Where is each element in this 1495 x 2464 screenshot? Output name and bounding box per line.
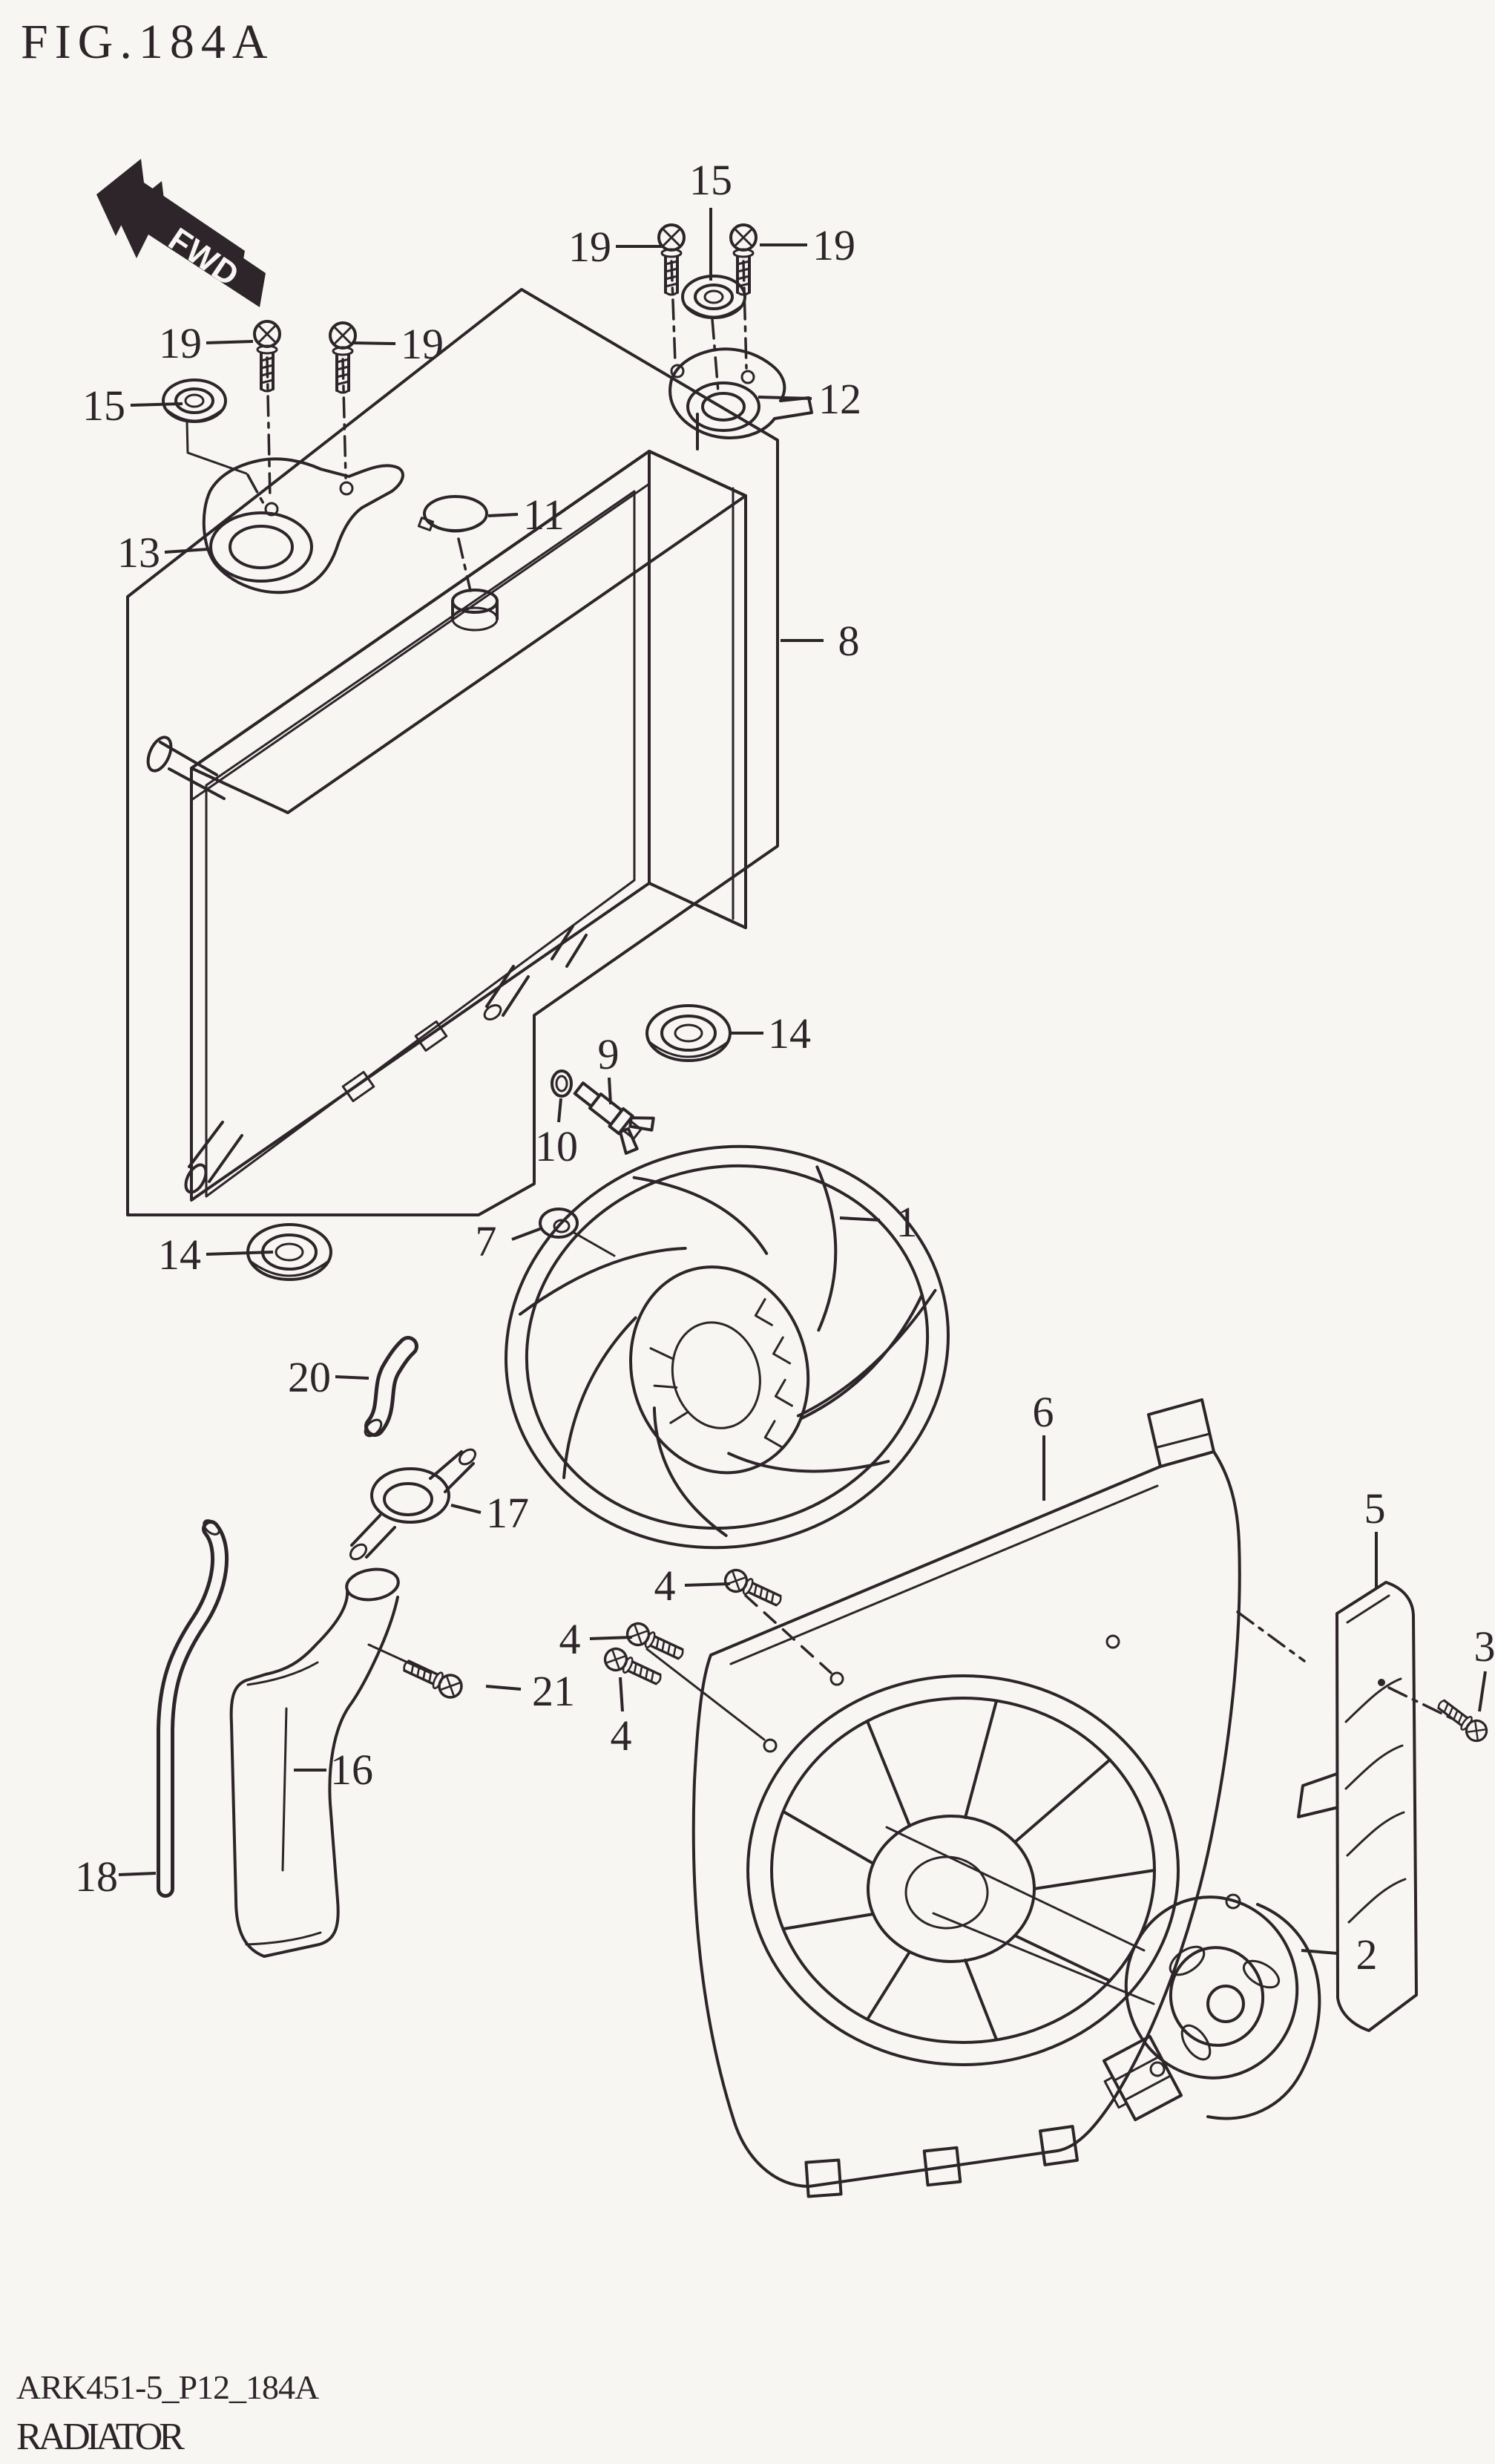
callout-label-4: 4 [654,1562,676,1610]
footer-code: ARK451-5_P12_184A [16,2368,319,2406]
overflow-hose [364,1336,418,1438]
grommet-14 [645,1004,732,1062]
callout-label-21: 21 [532,1667,575,1715]
callout-leader-3 [1478,1671,1487,1712]
fwd-arrow-icon: FWD [96,159,266,307]
callout-leader-4 [684,1582,731,1587]
grommet-15 [681,275,746,319]
callout-label-11: 11 [523,491,565,539]
radiator [146,413,747,1202]
callout-leader-21 [485,1685,522,1691]
footer-title: RADIATOR [16,2416,185,2458]
callout-label-6: 6 [1033,1388,1054,1436]
callout-leader-2 [1301,1949,1338,1955]
callout-label-20: 20 [288,1353,331,1401]
radiator-boundary-box [126,288,779,1216]
callout-leader-4 [589,1636,633,1640]
screw-4 [622,1619,689,1666]
reservoir-tank [229,1567,400,1958]
screw-19 [657,223,686,296]
callout-leader-13 [164,548,208,554]
callout-label-19: 19 [401,320,444,368]
screw-19 [329,321,357,394]
callout-label-7: 7 [476,1217,497,1265]
fan-motor [885,1826,1321,2122]
screw-4 [600,1644,666,1691]
screw-19 [253,320,281,393]
callout-label-2: 2 [1356,1930,1378,1979]
radiator-upper-bracket-left [185,356,404,594]
callout-label-14: 14 [158,1231,201,1279]
cooling-fan [505,1144,950,1550]
callout-label-8: 8 [838,617,860,665]
callout-label-14: 14 [768,1009,811,1058]
callout-label-13: 13 [117,528,160,577]
callout-leader-7 [511,1227,542,1241]
reservoir-cap [349,1448,477,1561]
callout-label-19: 19 [568,223,611,271]
callout-leader-15 [130,402,183,407]
callout-label-18: 18 [75,1852,118,1901]
callout-leader-19 [206,340,254,344]
callout-label-19: 19 [159,319,202,367]
callout-label-19: 19 [812,221,855,269]
callout-label-16: 16 [330,1746,373,1794]
callout-leader-12 [758,396,812,400]
callout-leader-11 [487,513,519,517]
callout-leader-14 [206,1251,274,1256]
callout-leader-9 [608,1077,612,1105]
radiator-upper-bracket-right [668,260,813,439]
callout-label-1: 1 [896,1198,918,1246]
callout-label-10: 10 [535,1122,578,1170]
sensor-o-ring [551,1069,573,1098]
callout-label-3: 3 [1474,1622,1495,1671]
callout-label-12: 12 [818,375,861,423]
callout-label-15: 15 [82,381,125,430]
callout-label-4: 4 [559,1615,581,1663]
screw-21 [398,1654,467,1703]
callout-label-9: 9 [598,1030,620,1078]
callout-label-17: 17 [486,1489,529,1537]
callout-leader-1 [839,1216,881,1222]
page-title: FIG.184A [21,15,275,69]
screw-4 [720,1565,786,1613]
grommet-15 [162,379,227,423]
callout-label-4: 4 [611,1711,632,1760]
radiator-cap [417,495,488,592]
callout-leader-19 [351,341,396,345]
callout-label-15: 15 [689,156,732,204]
callout-leader-10 [557,1098,562,1123]
side-seal-plate [1297,1581,1454,2032]
screw-19 [729,223,758,296]
callout-label-5: 5 [1364,1484,1386,1533]
callout-leader-20 [335,1375,369,1380]
callout-leader-18 [118,1872,157,1876]
drain-plug [539,1208,616,1257]
fan-shroud [645,1398,1306,2198]
water-temp-sensor [573,1081,655,1155]
overflow-pipe [157,1519,229,1898]
callout-leader-17 [450,1504,482,1514]
callout-leader-4 [619,1677,624,1712]
